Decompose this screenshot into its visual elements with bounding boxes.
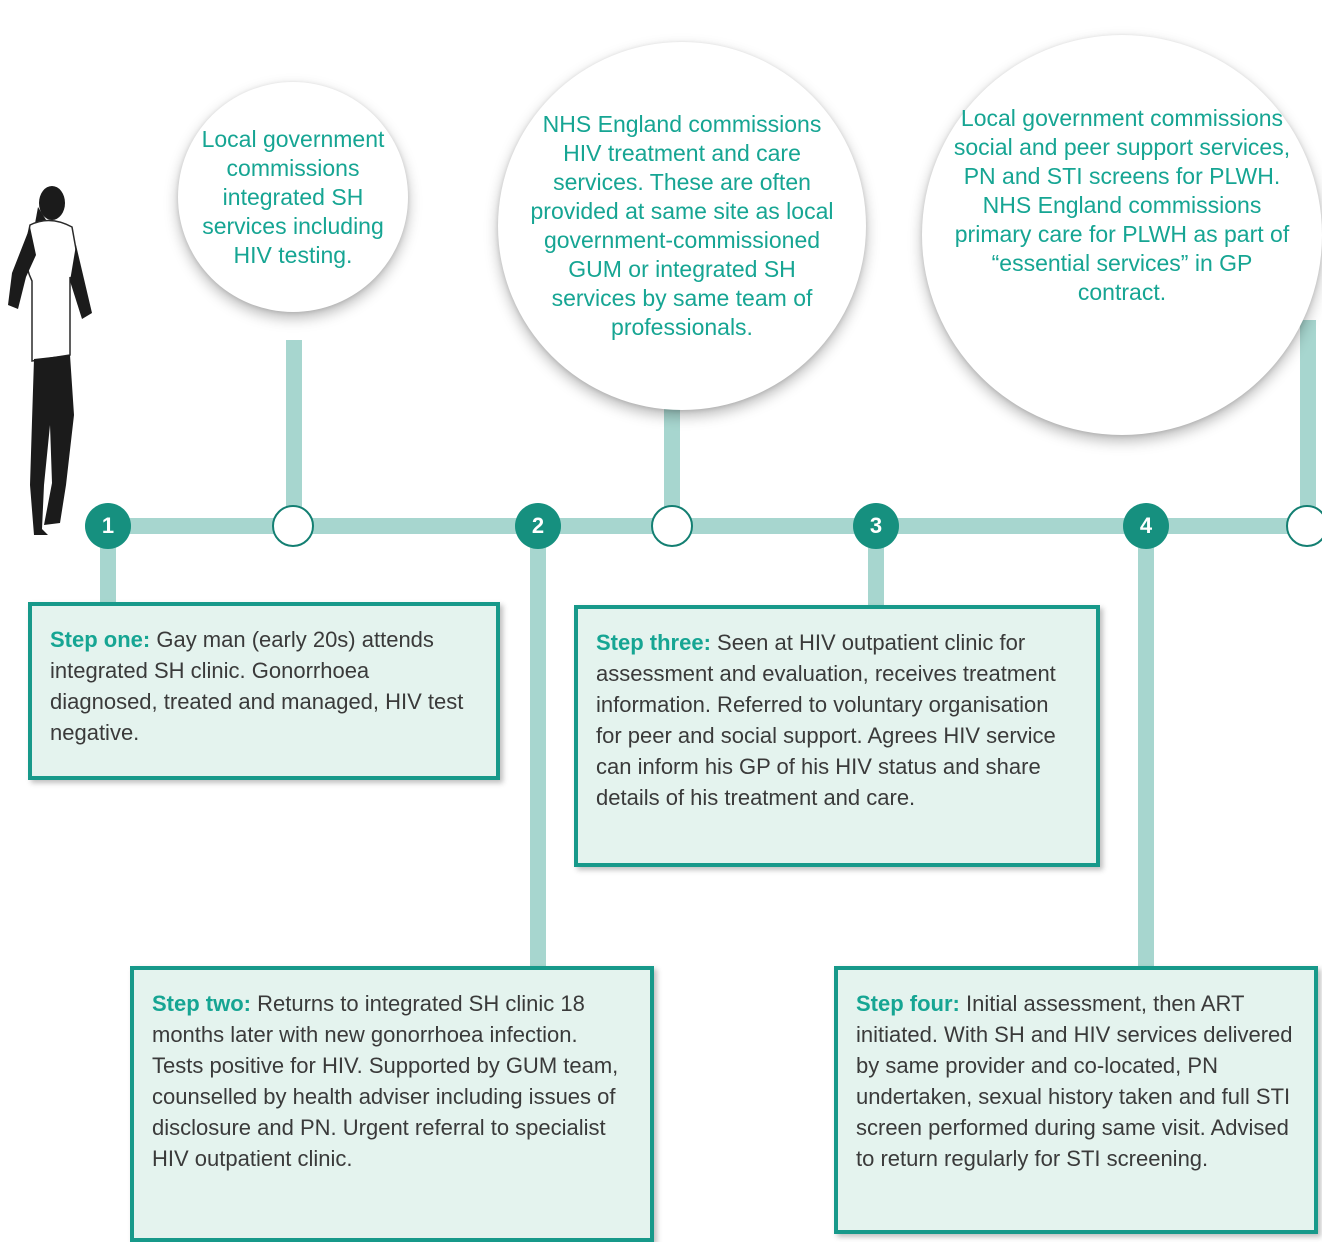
step-3-connector [868, 540, 884, 608]
step-one-label: Step one: [50, 627, 151, 652]
step-1-connector [100, 540, 116, 605]
bubble-3-text: Local government commissions social and … [953, 104, 1291, 305]
step-three-text: Seen at HIV outpatient clinic for assess… [596, 630, 1056, 810]
bubble-3-junction-node [1286, 505, 1322, 547]
bubble-1-connector [286, 340, 302, 525]
step-one-text: Gay man (early 20s) attends integrated S… [50, 627, 464, 745]
step-four-text: Initial assessment, then ART initiated. … [856, 991, 1293, 1171]
bubble-nhs-hiv-treatment: NHS England commissions HIV treatment an… [498, 42, 866, 410]
step-number-2: 2 [515, 503, 561, 549]
step-three-label: Step three: [596, 630, 711, 655]
bubble-1-junction-node [272, 505, 314, 547]
step-number-1: 1 [85, 503, 131, 549]
step-four-box: Step four: Initial assessment, then ART … [834, 966, 1318, 1234]
step-number-3: 3 [853, 503, 899, 549]
bubble-2-text: NHS England commissions HIV treatment an… [530, 111, 834, 340]
person-silhouette-icon [8, 186, 92, 535]
bubble-local-gov-social-support: Local government commissions social and … [922, 35, 1322, 435]
step-two-label: Step two: [152, 991, 251, 1016]
step-one-box: Step one: Gay man (early 20s) attends in… [28, 602, 500, 780]
bubble-3-connector [1300, 320, 1316, 525]
bubble-local-gov-sh-testing: Local government commissions integrated … [178, 82, 408, 312]
step-three-box: Step three: Seen at HIV outpatient clini… [574, 605, 1100, 867]
step-number-4: 4 [1123, 503, 1169, 549]
bubble-2-connector [664, 400, 680, 525]
bubble-2-junction-node [651, 505, 693, 547]
step-four-label: Step four: [856, 991, 960, 1016]
step-4-connector [1138, 540, 1154, 970]
timeline-main-line [100, 518, 1322, 534]
step-two-box: Step two: Returns to integrated SH clini… [130, 966, 654, 1242]
step-two-text: Returns to integrated SH clinic 18 month… [152, 991, 619, 1171]
bubble-1-text: Local government commissions integrated … [201, 125, 385, 268]
step-2-connector [530, 540, 546, 970]
